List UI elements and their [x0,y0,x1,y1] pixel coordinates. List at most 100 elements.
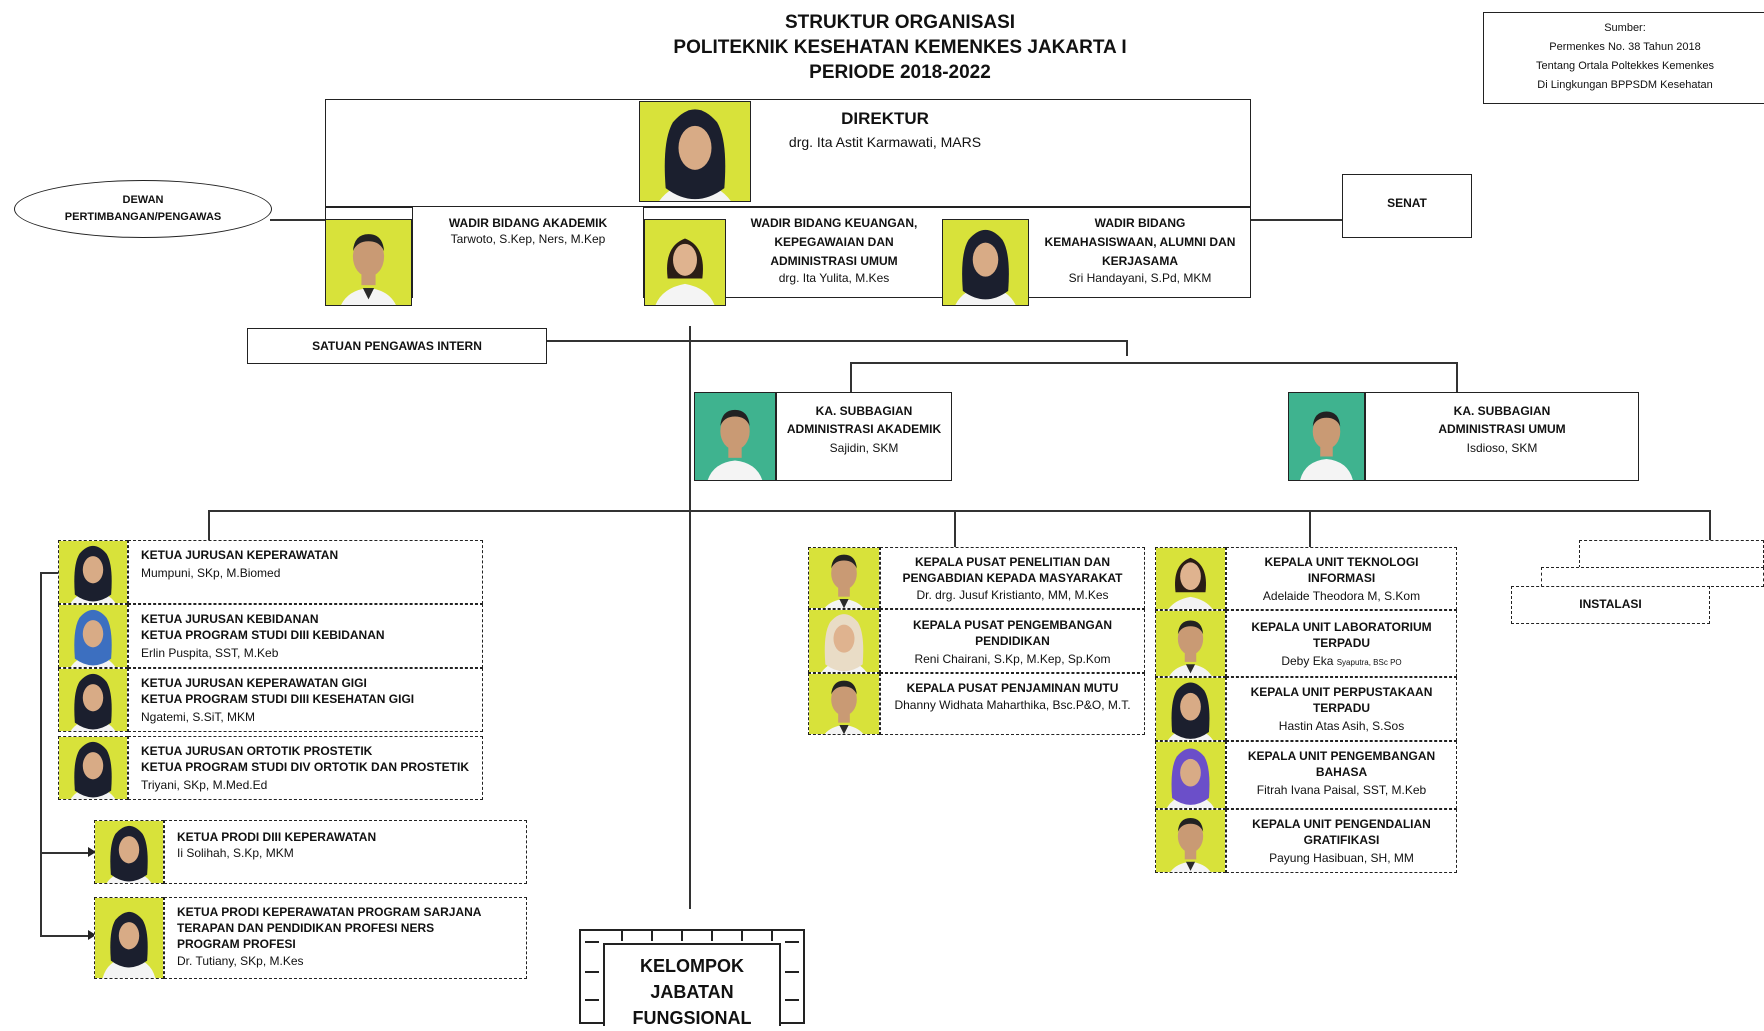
pusat-penelitian-node[interactable]: KEPALA PUSAT PENELITIAN DAN PENGABDIAN K… [880,547,1145,609]
unit-perpustakaan-title-1: KEPALA UNIT PERPUSTAKAAN [1250,685,1433,699]
unit-gratifikasi-photo [1155,809,1226,873]
connector-bottom-row [208,510,1710,512]
kelompok-jabatan-fungsional-node[interactable]: KELOMPOK JABATAN FUNGSIONAL [579,929,805,1028]
connector-instalasi [1709,510,1711,540]
instalasi-label: INSTALASI [1579,597,1642,611]
wadir-kemahasiswaan-node[interactable]: WADIR BIDANG KEMAHASISWAAN, ALUMNI DAN K… [1029,207,1251,298]
unit-perpustakaan-node[interactable]: KEPALA UNIT PERPUSTAKAAN TERPADU Hastin … [1226,677,1457,741]
chart-title: STRUKTUR ORGANISASI POLITEKNIK KESEHATAN… [600,10,1200,85]
pusat-penjaminan-mutu-node[interactable]: KEPALA PUSAT PENJAMINAN MUTU Dhanny Widh… [880,673,1145,735]
pusat-penelitian-name: Dr. drg. Jusuf Kristianto, MM, M.Kes [916,588,1109,602]
unit-laboratorium-name: Deby Eka [1281,654,1334,668]
kjf-tick [585,941,599,943]
wadir-kemahasiswaan-title-2: KEMAHASISWAAN, ALUMNI DAN [1044,235,1236,249]
arrow-prodi-1 [40,852,90,854]
jurusan-kebidanan-node[interactable]: KETUA JURUSAN KEBIDANAN KETUA PROGRAM ST… [128,604,483,668]
unit-laboratorium-node[interactable]: KEPALA UNIT LABORATORIUM TERPADU Deby Ek… [1226,610,1457,677]
satuan-pengawas-intern-node[interactable]: SATUAN PENGAWAS INTERN [247,328,547,364]
unit-gratifikasi-name: Payung Hasibuan, SH, MM [1269,851,1414,865]
jurusan-keperawatan-node[interactable]: KETUA JURUSAN KEPERAWATAN Mumpuni, SKp, … [128,540,483,604]
pusat-pengembangan-photo [808,609,880,673]
prodi-sarjana-name: Dr. Tutiany, SKp, M.Kes [177,954,304,968]
direktur-node[interactable] [325,99,1251,207]
instalasi-stack-back [1579,540,1764,568]
jurusan-kebidanan-photo [58,604,128,668]
jurusan-ortotik-name: Triyani, SKp, M.Med.Ed [141,778,268,792]
bracket-top [40,572,58,574]
jurusan-ortotik-title-2: KETUA PROGRAM STUDI DIV ORTOTIK DAN PROS… [141,760,470,774]
dewan-pertimbangan-node[interactable]: DEWAN PERTIMBANGAN/PENGAWAS [14,180,272,238]
prodi-sarjana-title-2: TERAPAN DAN PENDIDIKAN PROFESI NERS [177,921,435,935]
direktur-name: drg. Ita Astit Karmawati, MARS [788,134,982,150]
pusat-penjaminan-mutu-photo [808,673,880,735]
connector-unit [1309,510,1311,547]
subbag-umum-title-1: KA. SUBBAGIAN [1453,404,1551,418]
wadir-akademik-name: Tarwoto, S.Kep, Ners, M.Kep [450,232,606,246]
unit-bahasa-node[interactable]: KEPALA UNIT PENGEMBANGAN BAHASA Fitrah I… [1226,741,1457,809]
subbag-umum-title-2: ADMINISTRASI UMUM [1438,422,1566,436]
direktur-photo [639,101,751,202]
arrow-prodi-2 [40,935,90,937]
wadir-keuangan-title-2: KEPEGAWAIAN DAN [774,235,894,249]
title-line-1: STRUKTUR ORGANISASI [784,12,1016,33]
pusat-penjaminan-mutu-title: KEPALA PUSAT PENJAMINAN MUTU [906,681,1119,695]
connector-subbag-left [850,362,852,392]
unit-laboratorium-title-2: TERPADU [1312,636,1371,650]
kjf-tick [585,999,599,1001]
instalasi-node[interactable]: INSTALASI [1511,586,1710,624]
prodi-sarjana-title-3: PROGRAM PROFESI [177,937,296,951]
wadir-akademik-title: WADIR BIDANG AKADEMIK [448,216,608,230]
prodi-diii-keperawatan-node[interactable]: KETUA PRODI DIII KEPERAWATAN Ii Solihah,… [164,820,527,884]
arrowhead-icon [88,930,96,940]
kjf-tick [785,941,799,943]
unit-perpustakaan-photo [1155,677,1226,741]
kjf-tick [785,999,799,1001]
connector-dewan [270,219,325,221]
wadir-akademik-node[interactable]: WADIR BIDANG AKADEMIK Tarwoto, S.Kep, Ne… [412,207,644,298]
kjf-tick [651,931,653,941]
jurusan-kebidanan-title-1: KETUA JURUSAN KEBIDANAN [141,612,319,626]
senat-node[interactable]: SENAT [1342,174,1472,238]
source-note: Sumber: Permenkes No. 38 Tahun 2018 Tent… [1483,12,1764,104]
title-line-3: PERIODE 2018-2022 [809,62,991,83]
wadir-keuangan-photo [644,219,726,306]
unit-laboratorium-name-line: Deby Eka Syaputra, BSc PO [1227,653,1456,671]
wadir-kemahasiswaan-name: Sri Handayani, S.Pd, MKM [1068,271,1212,285]
kjf-tick [771,931,773,941]
unit-ti-name: Adelaide Theodora M, S.Kom [1262,589,1421,603]
jurusan-ortotik-photo [58,736,128,800]
wadir-akademik-photo [325,219,412,306]
pusat-pengembangan-node[interactable]: KEPALA PUSAT PENGEMBANGAN PENDIDIKAN Ren… [880,609,1145,673]
unit-bahasa-photo [1155,741,1226,809]
prodi-sarjana-terapan-node[interactable]: KETUA PRODI KEPERAWATAN PROGRAM SARJANA … [164,897,527,979]
jurusan-ortotik-node[interactable]: KETUA JURUSAN ORTOTIK PROSTETIK KETUA PR… [128,736,483,800]
connector-spi [545,340,1127,342]
prodi-sarjana-terapan-photo [94,897,164,979]
subbag-umum-node[interactable]: KA. SUBBAGIAN ADMINISTRASI UMUM Isdioso,… [1365,392,1639,481]
unit-gratifikasi-node[interactable]: KEPALA UNIT PENGENDALIAN GRATIFIKASI Pay… [1226,809,1457,873]
kjf-tick [785,971,799,973]
pusat-penjaminan-mutu-name: Dhanny Widhata Maharthika, Bsc.P&O, M.T. [894,698,1131,712]
pusat-penelitian-photo [808,547,880,609]
kjf-inner: KELOMPOK JABATAN FUNGSIONAL [603,943,781,1028]
title-line-2: POLITEKNIK KESEHATAN KEMENKES JAKARTA I [673,37,1127,58]
unit-ti-node[interactable]: KEPALA UNIT TEKNOLOGI INFORMASI Adelaide… [1226,547,1457,610]
prodi-diii-keperawatan-title: KETUA PRODI DIII KEPERAWATAN [177,830,377,844]
unit-bahasa-name: Fitrah Ivana Paisal, SST, M.Keb [1256,783,1427,797]
wadir-keuangan-name: drg. Ita Yulita, M.Kes [778,271,890,285]
jurusan-keperawatan-gigi-node[interactable]: KETUA JURUSAN KEPERAWATAN GIGI KETUA PRO… [128,668,483,732]
source-line-2: Permenkes No. 38 Tahun 2018 [1549,41,1701,53]
wadir-keuangan-title-3: ADMINISTRASI UMUM [770,254,898,268]
instalasi-stack-mid [1541,567,1764,587]
unit-gratifikasi-title-1: KEPALA UNIT PENGENDALIAN [1252,817,1431,831]
pusat-pengembangan-name: Reni Chairani, S.Kp, M.Kep, Sp.Kom [914,652,1111,666]
unit-laboratorium-photo [1155,610,1226,677]
subbag-akademik-node[interactable]: KA. SUBBAGIAN ADMINISTRASI AKADEMIK Saji… [776,392,952,481]
wadir-kemahasiswaan-title-1: WADIR BIDANG [1094,216,1186,230]
wadir-keuangan-node[interactable]: WADIR BIDANG KEUANGAN, KEPEGAWAIAN DAN A… [726,207,942,298]
main-vertical-line [689,326,691,909]
connector-spi-drop [1126,340,1128,356]
subbag-umum-photo [1288,392,1365,481]
unit-laboratorium-name-small: Syaputra, BSc PO [1336,658,1402,667]
source-line-4: Di Lingkungan BPPSDM Kesehatan [1537,79,1713,91]
